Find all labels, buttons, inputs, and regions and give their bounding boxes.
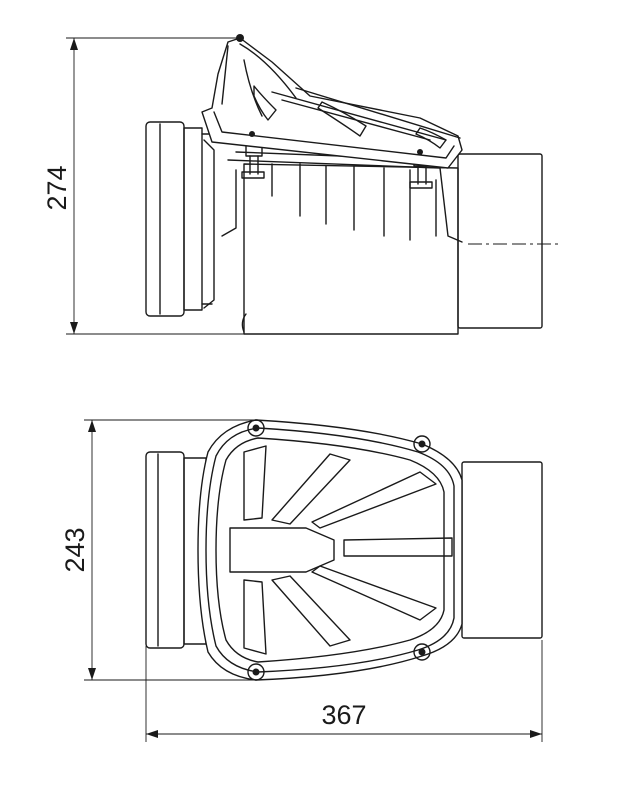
dimension-label-367: 367: [321, 700, 366, 730]
dimension-length: 367: [145, 640, 543, 742]
dimension-height-side: 274: [42, 37, 245, 335]
valve-cover-top: [197, 419, 463, 681]
top-view: 243 367: [60, 419, 543, 742]
dimension-label-243: 243: [60, 527, 90, 572]
right-pipe-outlet-top: [461, 461, 543, 639]
valve-body-side: [221, 139, 463, 335]
side-view: 274: [42, 34, 562, 335]
valve-lid-side: [201, 34, 463, 169]
right-pipe-outlet: [457, 153, 562, 329]
left-pipe-socket-top: [145, 451, 207, 649]
dimension-label-274: 274: [42, 165, 72, 210]
dimension-height-top: 243: [60, 419, 258, 681]
left-pipe-socket: [145, 121, 215, 317]
